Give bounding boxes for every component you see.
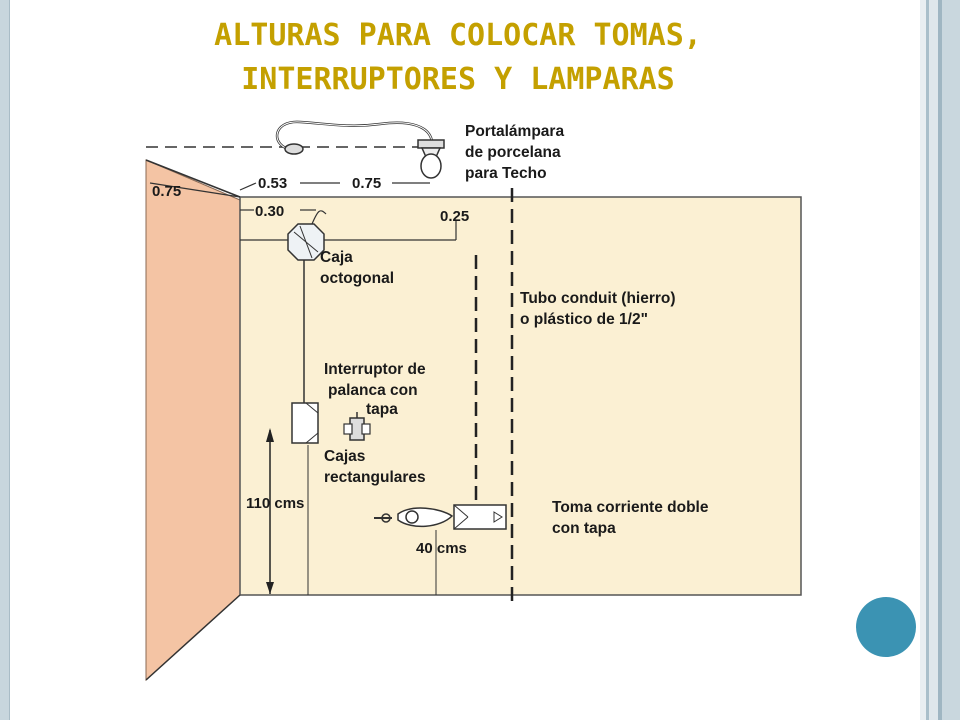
title-line-1: ALTURAS PARA COLOCAR TOMAS,	[214, 18, 702, 53]
outlet-plate-icon	[374, 507, 454, 528]
dim-030: 0.30	[255, 203, 284, 220]
slide-frame-right	[920, 0, 960, 720]
slide-frame-left	[0, 0, 10, 720]
rect-boxes-label: Cajas rectangulares	[324, 448, 426, 486]
outlet-label: Toma corriente doble con tapa	[552, 499, 713, 537]
octagonal-box-label: Caja octogonal	[320, 249, 394, 287]
switch-label: Interruptor de palanca con tapa	[324, 361, 430, 418]
height-110-arrow	[266, 428, 274, 594]
dim-025: 0.25	[440, 208, 469, 225]
back-wall	[239, 196, 802, 596]
conduit-label: Tubo conduit (hierro) o plástico de 1/2"	[520, 290, 680, 328]
lamp-holder-label: Portalámpara de porcelana para Techo	[465, 123, 568, 182]
slide-accent-dot	[856, 597, 916, 657]
height-110-label: 110 cms	[246, 495, 304, 512]
side-wall	[145, 159, 241, 682]
outlet-box-icon	[453, 504, 507, 530]
dim-053: 0.53	[258, 175, 287, 192]
dim-075-left: 0.75	[152, 183, 181, 200]
lever-switch-icon	[343, 412, 371, 441]
title-line-2: INTERRUPTORES Y LAMPARAS	[241, 62, 675, 97]
switch-box-icon	[291, 402, 319, 444]
ceiling-lamp-holder-icon	[417, 139, 445, 179]
dim-075-top: 0.75	[352, 175, 381, 192]
height-40-label: 40 cms	[416, 540, 467, 557]
slide-title: ALTURAS PARA COLOCAR TOMAS, INTERRUPTORE…	[118, 14, 798, 102]
octagonal-box-icon	[287, 210, 327, 261]
